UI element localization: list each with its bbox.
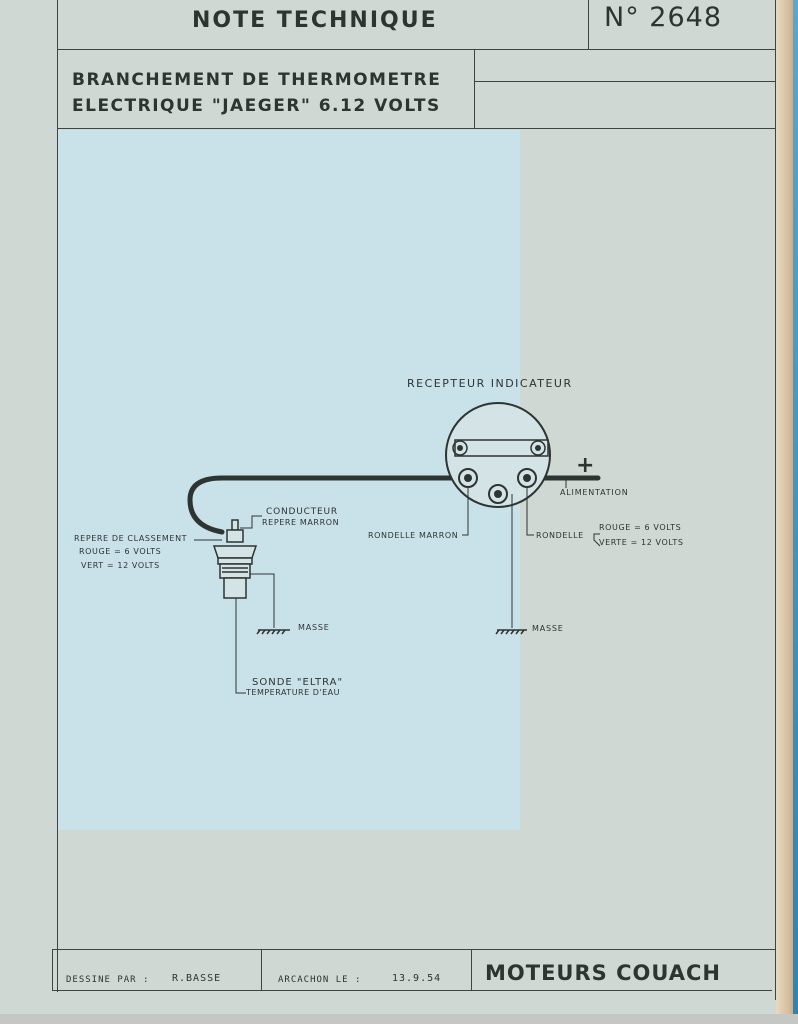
frame-footer-divider-1 <box>261 949 262 991</box>
leader-probe-ground <box>248 573 275 628</box>
supply-label: ALIMENTATION <box>560 488 628 497</box>
drawn-by-value: R.BASSE <box>172 973 222 984</box>
page-title: NOTE TECHNIQUE <box>192 8 438 33</box>
page-edge <box>776 0 798 1024</box>
subject-line-1: BRANCHEMENT DE THERMOMETRE <box>72 70 442 90</box>
drawn-by-label: DESSINE PAR : <box>66 975 150 985</box>
frame-right <box>775 0 776 1000</box>
frame-bottom-rule <box>52 990 772 991</box>
temperature-probe <box>212 519 258 599</box>
frame-footer-divider-2 <box>471 949 472 991</box>
leader-brown <box>462 487 469 536</box>
conductor-label-2: REPERE MARRON <box>262 518 339 527</box>
ground-symbol-left <box>256 629 290 635</box>
frame-subject-extra-rule <box>474 81 776 82</box>
subject-line-2: ELECTRIQUE "JAEGER" 6.12 VOLTS <box>72 96 441 116</box>
scan-margin <box>0 1014 798 1024</box>
class-mark-label-2: ROUGE = 6 VOLTS <box>79 547 161 556</box>
plus-sign: + <box>576 453 594 478</box>
frame-subject-rule <box>57 128 776 129</box>
frame-number-divider <box>588 0 589 50</box>
frame-footer-rule <box>52 949 776 950</box>
class-mark-label-3: VERT = 12 VOLTS <box>81 561 160 570</box>
receiver-title: RECEPTEUR INDICATEUR <box>407 377 573 390</box>
probe-label-1: SONDE "ELTRA" <box>252 677 343 688</box>
washer-red-label: ROUGE = 6 VOLTS <box>599 523 681 532</box>
ground-right-label: MASSE <box>532 624 564 633</box>
conductor-label-1: CONDUCTEUR <box>266 507 338 517</box>
leader-conductor <box>240 515 262 529</box>
place-date-label: ARCACHON LE : <box>278 975 362 985</box>
frame-footer-left <box>52 949 53 991</box>
frame-header-rule <box>57 49 776 50</box>
receiver-gauge <box>445 402 551 508</box>
page-edge-blue <box>793 0 798 1024</box>
washer-label: RONDELLE <box>536 531 584 540</box>
washer-green-label: VERTE = 12 VOLTS <box>599 538 684 547</box>
probe-label-2: TEMPERATURE D'EAU <box>245 688 340 697</box>
document-number: N° 2648 <box>604 2 722 33</box>
leader-probe <box>235 598 246 694</box>
ground-symbol-right <box>495 629 527 635</box>
main-wire <box>187 475 601 535</box>
company-name: MOTEURS COUACH <box>485 961 721 985</box>
date-value: 13.9.54 <box>392 973 442 984</box>
washer-brown-label: RONDELLE MARRON <box>368 531 458 540</box>
leader-washer <box>526 487 534 536</box>
frame-subject-divider <box>474 50 475 128</box>
leader-rouge-vert <box>593 533 601 547</box>
class-mark-label-1: REPERE DE CLASSEMENT <box>74 534 187 543</box>
frame-left <box>57 0 58 992</box>
ground-left-label: MASSE <box>298 623 330 632</box>
